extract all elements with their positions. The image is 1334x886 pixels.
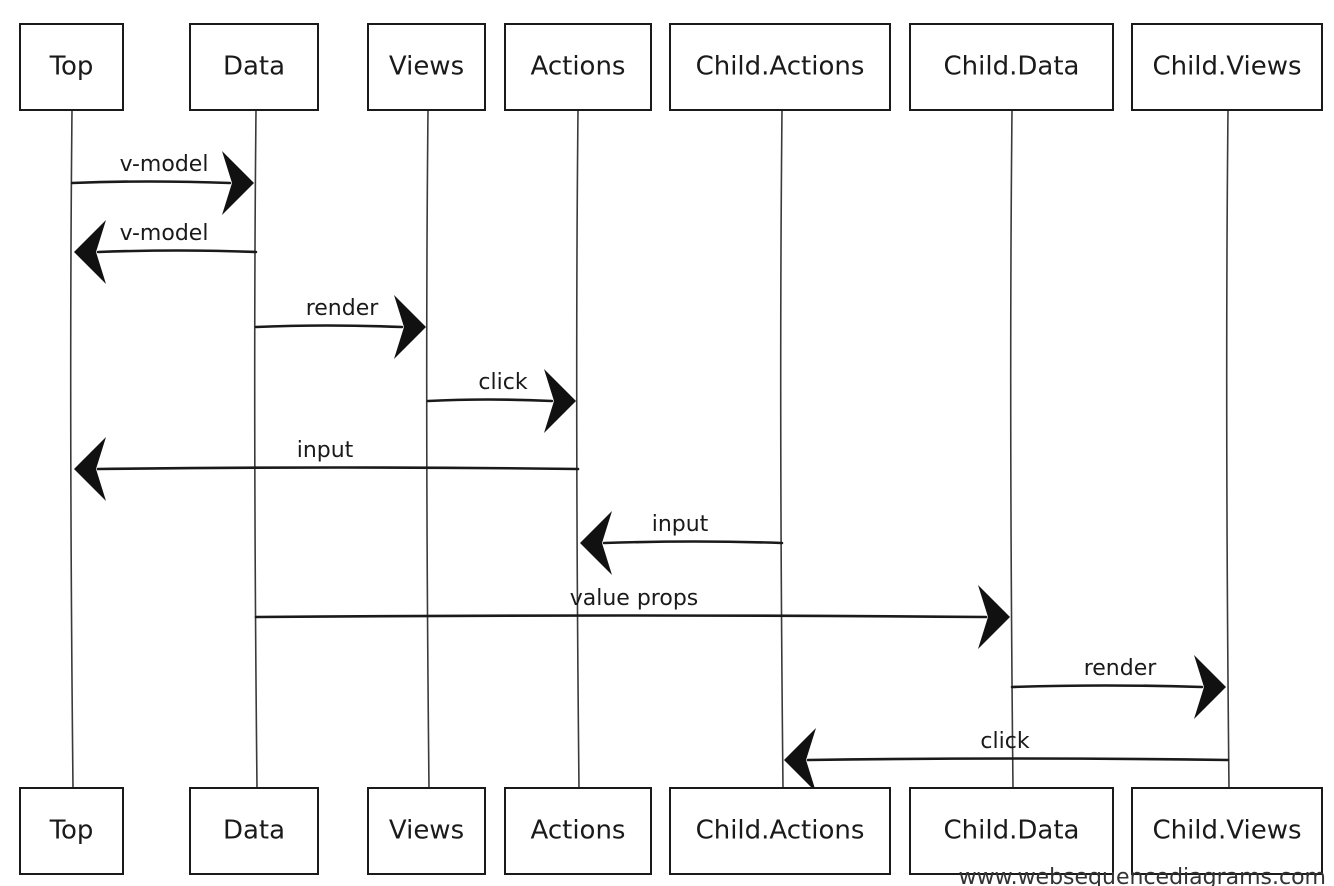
participant-box-child-actions-top <box>669 23 891 111</box>
message-label-3: render <box>306 296 380 321</box>
participant-box-actions-bottom <box>504 787 652 875</box>
message-4: click <box>426 369 576 433</box>
message-arrowhead-4 <box>544 369 576 433</box>
participant-box-actions-top <box>504 23 652 111</box>
participant-label-actions-top: Actions <box>531 52 626 82</box>
lifelines <box>69 109 1230 789</box>
message-label-9: click <box>980 729 1029 754</box>
participant-label-data-bottom: Data <box>223 816 285 846</box>
lifeline-child-views <box>1225 109 1230 789</box>
participant-label-child-views-bottom: Child.Views <box>1152 816 1301 846</box>
message-arrowhead-3 <box>394 295 426 359</box>
participant-top-bottom: Top <box>19 787 124 875</box>
participant-views-bottom: Views <box>367 787 486 875</box>
messages: v-model v-model render click input input value… <box>70 151 1230 792</box>
message-arrowhead-8 <box>1194 655 1226 719</box>
participant-child-actions-bottom: Child.Actions <box>669 787 891 875</box>
participant-child-data-top: Child.Data <box>909 23 1114 111</box>
participant-label-top-top: Top <box>49 52 94 82</box>
message-2: v-model <box>74 220 258 284</box>
participant-label-child-data-bottom: Child.Data <box>944 816 1080 846</box>
participant-data-bottom: Data <box>189 787 319 875</box>
participant-row-bottom: Top Data Views Actions Child.Actions Child.Da… <box>19 787 1323 875</box>
participant-child-views-bottom: Child.Views <box>1131 787 1323 875</box>
message-line-2 <box>96 249 258 254</box>
message-5: input <box>74 437 580 501</box>
participant-row-top: Top Data Views Actions Child.Actions Child.Da… <box>19 23 1323 111</box>
participant-box-views-bottom <box>367 787 486 875</box>
message-arrowhead-9 <box>784 728 816 792</box>
message-arrowhead-2 <box>74 220 106 284</box>
participant-box-child-actions-bottom <box>669 787 891 875</box>
message-line-3 <box>254 324 404 329</box>
lifeline-top <box>69 109 74 789</box>
participant-data-top: Data <box>189 23 319 111</box>
message-line-6 <box>602 540 784 545</box>
participant-label-views-top: Views <box>389 52 464 82</box>
participant-label-top-bottom: Top <box>49 816 94 846</box>
message-line-8 <box>1010 684 1204 689</box>
participant-child-data-bottom: Child.Data <box>909 787 1114 875</box>
message-arrowhead-1 <box>222 151 254 215</box>
message-line-9 <box>806 757 1230 762</box>
participant-box-data-bottom <box>189 787 319 875</box>
message-label-6: input <box>652 512 709 537</box>
lifeline-child-data <box>1009 109 1014 789</box>
participant-label-child-views-top: Child.Views <box>1152 52 1301 82</box>
message-arrowhead-6 <box>580 511 612 575</box>
message-arrowhead-7 <box>978 585 1010 649</box>
participant-box-child-views-bottom <box>1131 787 1323 875</box>
participant-child-views-top: Child.Views <box>1131 23 1323 111</box>
participant-box-top-top <box>19 23 124 111</box>
lifeline-actions <box>575 109 580 789</box>
message-label-1: v-model <box>120 152 209 177</box>
participant-box-child-views-top <box>1131 23 1323 111</box>
participant-top-top: Top <box>19 23 124 111</box>
message-7: value props <box>254 585 1010 649</box>
message-label-4: click <box>478 370 527 395</box>
message-label-5: input <box>297 438 354 463</box>
participant-box-views-top <box>367 23 486 111</box>
message-3: render <box>254 295 426 359</box>
message-label-2: v-model <box>120 221 209 246</box>
footer-watermark: www.websequencediagrams.com <box>959 865 1326 886</box>
message-line-1 <box>70 180 232 185</box>
participant-label-child-actions-bottom: Child.Actions <box>696 816 865 846</box>
participant-label-data-top: Data <box>223 52 285 82</box>
participant-box-data-top <box>189 23 319 111</box>
participant-label-child-data-top: Child.Data <box>944 52 1080 82</box>
lifeline-data <box>253 109 258 789</box>
message-9: click <box>784 728 1230 792</box>
participant-label-views-bottom: Views <box>389 816 464 846</box>
message-6: input <box>580 511 784 575</box>
participant-label-child-actions-top: Child.Actions <box>696 52 865 82</box>
participant-label-actions-bottom: Actions <box>531 816 626 846</box>
message-arrowhead-5 <box>74 437 106 501</box>
participant-actions-bottom: Actions <box>504 787 652 875</box>
participant-box-child-data-bottom <box>909 787 1114 875</box>
message-8: render <box>1010 655 1226 719</box>
participant-views-top: Views <box>367 23 486 111</box>
message-line-7 <box>254 614 988 619</box>
lifeline-views <box>425 109 430 789</box>
message-line-5 <box>96 466 580 471</box>
participant-box-child-data-top <box>909 23 1114 111</box>
message-line-4 <box>426 398 554 403</box>
message-1: v-model <box>70 151 254 215</box>
participant-child-actions-top: Child.Actions <box>669 23 891 111</box>
participant-actions-top: Actions <box>504 23 652 111</box>
lifeline-child-actions <box>779 109 784 789</box>
message-label-7: value props <box>570 586 699 611</box>
participant-box-top-bottom <box>19 787 124 875</box>
message-label-8: render <box>1084 656 1158 681</box>
